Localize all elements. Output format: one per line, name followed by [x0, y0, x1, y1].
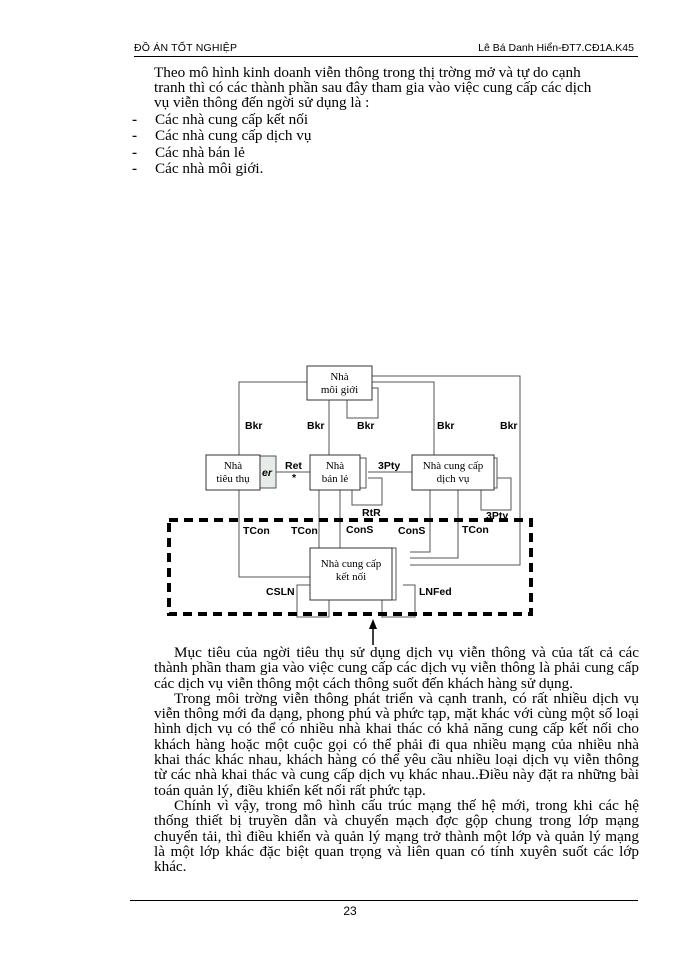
box-consumer-tab: er: [262, 467, 273, 479]
box-service-provider-line2: dịch vụ: [437, 473, 470, 485]
label-ret: Ret: [285, 460, 302, 472]
business-model-diagram: Nhà môi giới er Nhà tiêu thụ Nhà bán lẻ …: [167, 365, 533, 645]
list-item: -Các nhà bán lẻ: [132, 143, 311, 161]
intro-line: Theo mô hình kinh doanh viễn thông trong…: [154, 64, 581, 81]
intro-paragraph: Theo mô hình kinh doanh viễn thông trong…: [154, 65, 638, 111]
box-consumer-line2: tiêu thụ: [216, 473, 250, 485]
box-connectivity-provider: Nhà cung cấp kết nối: [309, 547, 397, 601]
box-retailer: Nhà bán lẻ: [309, 454, 367, 491]
label-cons-service: ConS: [398, 525, 425, 537]
list-item-text: Các nhà cung cấp dịch vụ: [155, 127, 312, 145]
paragraph-environment: Trong môi trờng viễn thông phát triển và…: [154, 689, 639, 799]
label-tcon-service: TCon: [462, 524, 489, 536]
bullet-dash: -: [132, 159, 138, 177]
box-retailer-line1: Nhà: [326, 460, 344, 472]
label-3pty-retailer: 3Pty: [378, 460, 400, 472]
label-csln: CSLN: [266, 586, 295, 598]
list-item-text: Các nhà môi giới.: [155, 159, 264, 177]
label-3pty-self: 3Pty: [486, 510, 508, 522]
footer-rule: [130, 900, 638, 901]
participants-list: -Các nhà cung cấp kết nối -Các nhà cung …: [132, 111, 312, 177]
paragraph-ngn: Chính vì vậy, trong mô hình cấu trúc mạn…: [154, 796, 639, 876]
label-tcon-retailer: TCon: [291, 525, 318, 537]
label-cons-retailer: ConS: [346, 524, 373, 536]
label-rtr: RtR: [362, 507, 381, 519]
bullet-dash: -: [132, 111, 138, 128]
box-connectivity-line1: Nhà cung cấp: [321, 558, 382, 570]
box-retailer-line2: bán lẻ: [322, 473, 349, 485]
intro-line: tranh thì có các thành phần sau đây tham…: [154, 79, 592, 97]
box-broker-line1: Nhà: [330, 371, 348, 383]
bullet-dash: -: [132, 143, 138, 161]
box-service-provider: Nhà cung cấp dịch vụ: [411, 454, 498, 491]
box-broker-line2: môi giới: [321, 384, 358, 396]
arrow-up-icon: [369, 619, 377, 645]
box-connectivity-line2: kết nối: [336, 571, 366, 583]
intro-line: vụ viễn thông đến ngời sử dụng là :: [154, 94, 370, 112]
connector-lines: [238, 375, 521, 618]
list-item-text: Các nhà cung cấp kết nối: [155, 111, 309, 128]
header-thesis-title: ĐỒ ÁN TỐT NGHIỆP: [134, 42, 238, 54]
box-service-provider-line1: Nhà cung cấp: [423, 460, 484, 472]
box-consumer-line1: Nhà: [224, 460, 242, 472]
header-author: Lê Bá Danh Hiển-ĐT7.CĐ1A.K45: [478, 42, 634, 54]
label-bkr-retailer: Bkr: [307, 420, 325, 432]
box-broker: Nhà môi giới: [306, 365, 373, 401]
list-item: -Các nhà cung cấp dịch vụ: [132, 127, 312, 145]
label-tcon-consumer: TCon: [243, 525, 270, 537]
label-bkr-connectivity: Bkr: [500, 420, 518, 432]
label-ret-star: *: [292, 472, 297, 484]
box-consumer: er Nhà tiêu thụ: [205, 454, 277, 491]
label-bkr-service: Bkr: [437, 420, 455, 432]
list-item: -Các nhà cung cấp kết nối: [132, 111, 311, 128]
bullet-dash: -: [132, 127, 138, 145]
body-paragraphs: Mục tiêu của ngời tiêu thụ sử dụng dịch …: [154, 645, 639, 874]
page-header: ĐỒ ÁN TỐT NGHIỆP Lê Bá Danh Hiển-ĐT7.CĐ1…: [134, 40, 638, 57]
label-bkr-self: Bkr: [357, 420, 375, 432]
label-bkr-consumer: Bkr: [245, 420, 263, 432]
page-number: 23: [343, 904, 357, 918]
list-item-text: Các nhà bán lẻ: [155, 143, 245, 161]
label-lnfed: LNFed: [419, 586, 452, 598]
paragraph-goal: Mục tiêu của ngời tiêu thụ sử dụng dịch …: [154, 644, 639, 692]
connectivity-layer-boundary: [167, 518, 533, 616]
list-item: -Các nhà môi giới.: [132, 159, 311, 177]
